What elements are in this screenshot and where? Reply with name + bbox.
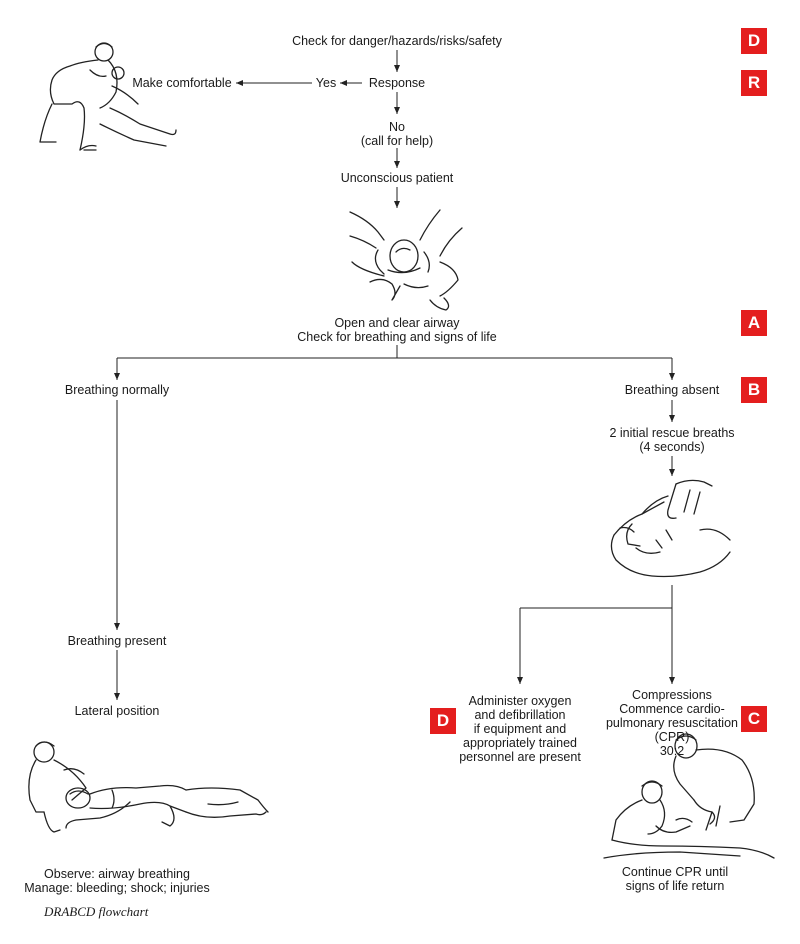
- cpr-line-3: pulmonary resuscitation: [605, 716, 738, 730]
- breathing-absent-node: Breathing absent: [612, 383, 732, 397]
- defib-line-1: Administer oxygen: [468, 694, 572, 708]
- observe-manage-node: Observe: airway breathing Manage: bleedi…: [12, 867, 222, 895]
- illustration-check-response: [39, 42, 177, 151]
- lateral-position-node: Lateral position: [57, 704, 177, 718]
- cpr-line-2: Commence cardio-: [619, 702, 725, 716]
- yes-text: Yes: [315, 76, 337, 90]
- lateral-position-text: Lateral position: [74, 704, 160, 718]
- breathing-present-node: Breathing present: [52, 634, 182, 648]
- check-danger-text: Check for danger/hazards/risks/safety: [292, 34, 502, 48]
- badge-airway: A: [741, 310, 767, 336]
- yes-node: Yes: [312, 76, 340, 90]
- breathing-present-text: Breathing present: [67, 634, 167, 648]
- check-danger-node: Check for danger/hazards/risks/safety: [277, 34, 517, 48]
- badge-defibrillation: D: [430, 708, 456, 734]
- defib-line-4: appropriately trained: [463, 736, 577, 750]
- badge-breathing: B: [741, 377, 767, 403]
- airway-node: Open and clear airway Check for breathin…: [287, 316, 507, 344]
- illustration-rescue-breaths: [610, 479, 731, 578]
- defibrillation-node: Administer oxygen and defibrillation if …: [455, 694, 585, 764]
- observe-text: Observe: airway breathing: [44, 867, 190, 881]
- continue-cpr-node: Continue CPR until signs of life return: [610, 865, 740, 893]
- open-airway-text: Open and clear airway: [334, 316, 460, 330]
- no-text: No: [389, 120, 405, 134]
- cpr-line-4: (CPR): [654, 730, 690, 744]
- illustration-open-airway: [349, 209, 463, 311]
- badge-compressions: C: [741, 706, 767, 732]
- make-comfortable-node: Make comfortable: [128, 76, 236, 90]
- badge-response: R: [741, 70, 767, 96]
- unconscious-node: Unconscious patient: [327, 171, 467, 185]
- unconscious-text: Unconscious patient: [340, 171, 454, 185]
- illustration-lateral-position: [28, 741, 269, 833]
- rescue-seconds-text: (4 seconds): [639, 440, 705, 454]
- defib-line-2: and defibrillation: [474, 708, 566, 722]
- figure-caption: DRABCD flowchart: [44, 904, 149, 919]
- defib-line-5: personnel are present: [459, 750, 581, 764]
- response-node: Response: [364, 76, 430, 90]
- compressions-node: Compressions Commence cardio- pulmonary …: [597, 688, 747, 758]
- response-text: Response: [368, 76, 426, 90]
- continue-line-2: signs of life return: [625, 879, 725, 893]
- continue-line-1: Continue CPR until: [621, 865, 729, 879]
- cpr-line-1: Compressions: [632, 688, 712, 702]
- rescue-breaths-node: 2 initial rescue breaths (4 seconds): [592, 426, 752, 454]
- make-comfortable-text: Make comfortable: [132, 76, 232, 90]
- defib-line-3: if equipment and: [473, 722, 567, 736]
- rescue-breaths-text: 2 initial rescue breaths: [609, 426, 735, 440]
- illustration-cpr: [603, 733, 775, 859]
- breathing-absent-text: Breathing absent: [624, 383, 720, 397]
- badge-danger: D: [741, 28, 767, 54]
- cpr-line-5: 30:2: [659, 744, 685, 758]
- no-node: No (call for help): [337, 120, 457, 148]
- manage-text: Manage: bleeding; shock; injuries: [24, 881, 210, 895]
- breathing-normally-text: Breathing normally: [64, 383, 170, 397]
- call-for-help-text: (call for help): [360, 134, 434, 148]
- check-breathing-text: Check for breathing and signs of life: [297, 330, 497, 344]
- breathing-normally-node: Breathing normally: [52, 383, 182, 397]
